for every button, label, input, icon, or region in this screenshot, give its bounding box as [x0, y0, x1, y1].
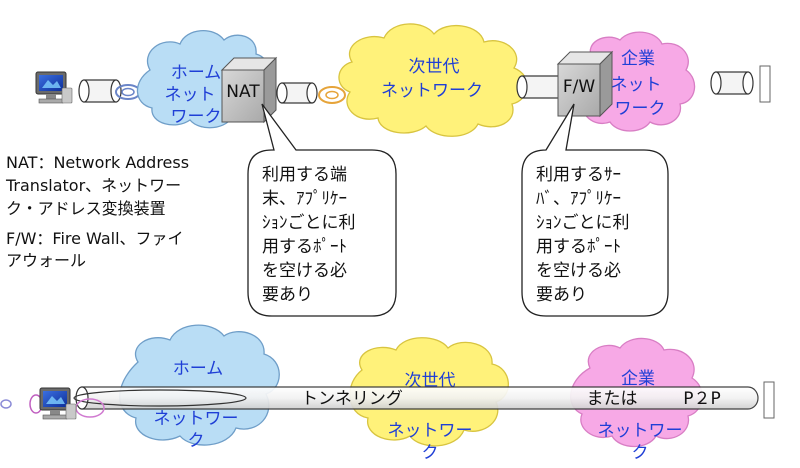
- nat-callout-line: 利用する端: [262, 165, 347, 185]
- next-gen-label-1: 次世代: [409, 57, 460, 77]
- next-gen-label-2: ネットワー: [388, 421, 473, 441]
- next-gen-network-cloud: 次世代 ネットワーク: [338, 23, 528, 137]
- legend-line: ク・アドレス変換装置: [6, 199, 166, 218]
- or-label: または: [587, 389, 638, 409]
- home-network-label-3: ワーク: [171, 107, 222, 127]
- legend-line: Translator、ネットワー: [5, 176, 181, 195]
- home-network-label-2: ネットワー: [154, 409, 239, 429]
- home-network-label-1: ホーム: [171, 63, 222, 83]
- p2p-label: P２P: [683, 389, 721, 409]
- enterprise-label-1: 企業: [621, 49, 655, 69]
- fw-callout-line: ｼｮﾝごとに利: [536, 213, 630, 233]
- fw-callout: 利用するｻｰ ﾊﾞ、ｱﾌﾟﾘｹｰ ｼｮﾝごとに利 用するﾎﾟｰﾄ を空ける必 要…: [521, 103, 669, 317]
- tunneling-label: トンネリング: [301, 389, 403, 409]
- abbreviation-legend: NAT：Network Address Translator、ネットワー ク・ア…: [5, 153, 189, 270]
- server-edge: [763, 381, 775, 419]
- server-edge: [759, 65, 771, 103]
- connection-pipe: [710, 71, 754, 95]
- nat-callout-line: 末、ｱﾌﾟﾘｹｰ: [262, 189, 347, 209]
- enterprise-label-3: ワーク: [615, 99, 666, 119]
- nat-callout-line: 要あり: [262, 285, 313, 305]
- port-ring-icon: [318, 86, 346, 104]
- nat-callout: 利用する端 末、ｱﾌﾟﾘｹｰ ｼｮﾝごとに利 用するﾎﾟｰﾄ を空ける必 要あり: [247, 103, 397, 317]
- legend-line: NAT：Network Address: [6, 153, 189, 172]
- enterprise-label-3: ク: [632, 443, 649, 463]
- enterprise-label-2: ネット: [611, 75, 662, 95]
- fw-callout-line: ﾊﾞ、ｱﾌﾟﾘｹｰ: [536, 189, 621, 209]
- fw-callout-line: 要あり: [536, 285, 587, 305]
- fw-callout-line: 利用するｻｰ: [536, 165, 621, 185]
- next-gen-label-3: ク: [422, 443, 439, 463]
- nat-device: NAT: [220, 56, 278, 124]
- nat-label: NAT: [226, 82, 260, 102]
- nat-callout-line: ｼｮﾝごとに利: [262, 213, 356, 233]
- next-gen-label-1: 次世代: [405, 371, 456, 391]
- nat-callout-line: を空ける必: [262, 261, 347, 281]
- tunnel-pipe: トンネリング または P２P: [73, 386, 759, 410]
- home-network-label-1: ホーム: [173, 359, 224, 379]
- enterprise-label-1: 企業: [621, 369, 655, 389]
- connection-pipe: [516, 75, 567, 99]
- home-network-label-3: ク: [188, 431, 205, 451]
- fw-callout-line: 用するﾎﾟｰﾄ: [536, 237, 621, 257]
- home-network-label-2: ネット: [165, 85, 216, 105]
- fw-callout-line: を空ける必: [536, 261, 621, 281]
- fw-label: F/W: [563, 77, 596, 97]
- legend-line: アウォール: [6, 251, 86, 270]
- firewall-device: F/W: [556, 50, 614, 118]
- nat-callout-line: 用するﾎﾟｰﾄ: [262, 237, 347, 257]
- connection-pipe: [78, 79, 122, 103]
- connection-pipe: [276, 82, 318, 104]
- computer-icon: [39, 387, 77, 420]
- enterprise-label-2: ネットワー: [598, 421, 683, 441]
- next-gen-label-2: ネットワーク: [381, 81, 483, 101]
- computer-icon: [35, 71, 73, 104]
- legend-line: F/W：Fire Wall、ファイ: [6, 229, 184, 248]
